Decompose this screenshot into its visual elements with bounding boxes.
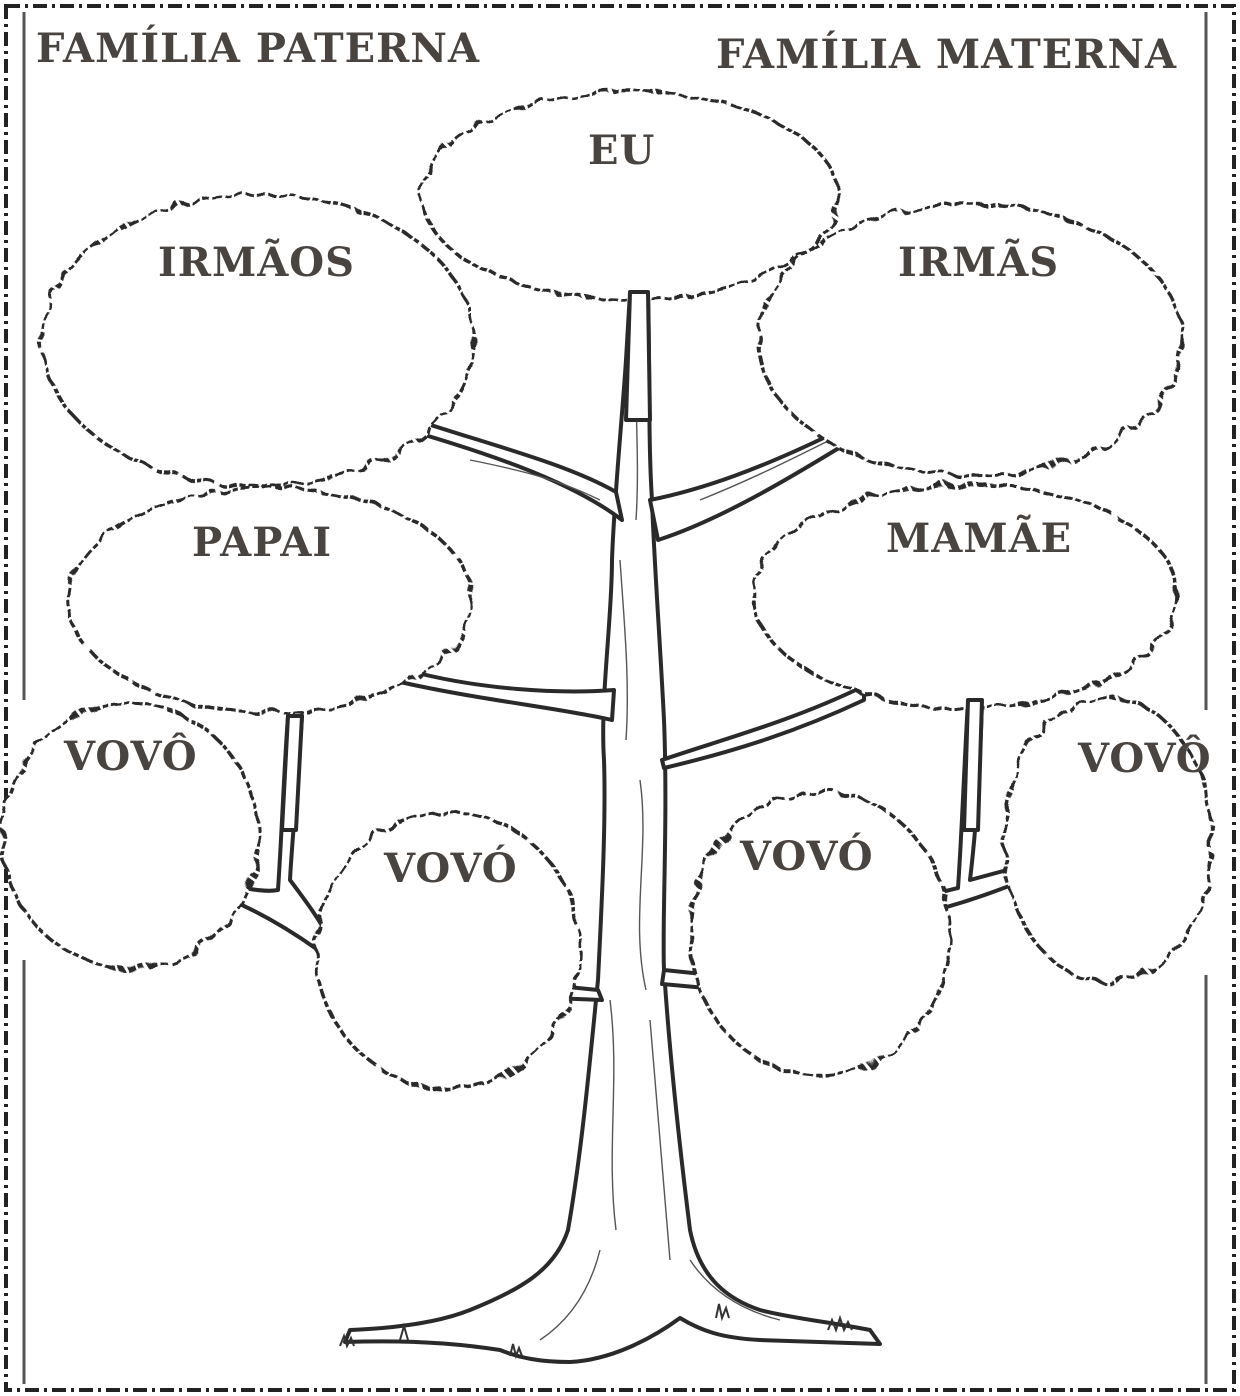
page-border bbox=[4, 4, 1236, 1392]
branch-overlay bbox=[280, 290, 984, 832]
label-irmas: IRMÃS bbox=[898, 239, 1059, 286]
crown-vovo-right bbox=[1002, 696, 1214, 984]
crown-irmaos bbox=[40, 192, 476, 488]
label-papai: PAPAI bbox=[192, 519, 332, 566]
label-vovo-maternal-f: VOVÓ bbox=[739, 833, 874, 880]
label-mamae: MAMÃE bbox=[886, 515, 1072, 562]
crown-vovo-right-f bbox=[688, 790, 952, 1078]
crown-vovo-left-f bbox=[314, 810, 582, 1090]
label-vovo-maternal: VOVÔ bbox=[1077, 735, 1212, 782]
crown-vovo-left bbox=[0, 702, 260, 970]
paternal-family-header: FAMÍLIA PATERNA bbox=[36, 25, 480, 72]
bark-texture bbox=[469, 319, 831, 1341]
crown-irmas bbox=[756, 202, 1184, 478]
crowns bbox=[0, 90, 1214, 1090]
grass bbox=[339, 1303, 853, 1360]
label-irmaos: IRMÃOS bbox=[158, 239, 355, 286]
label-vovo-paternal: VOVÔ bbox=[63, 733, 198, 780]
label-eu: EU bbox=[588, 127, 655, 174]
label-vovo-paternal-f: VOVÓ bbox=[383, 845, 518, 892]
crown-eu bbox=[420, 90, 840, 302]
crown-papai bbox=[66, 486, 474, 714]
maternal-family-header: FAMÍLIA MATERNA bbox=[716, 31, 1177, 78]
